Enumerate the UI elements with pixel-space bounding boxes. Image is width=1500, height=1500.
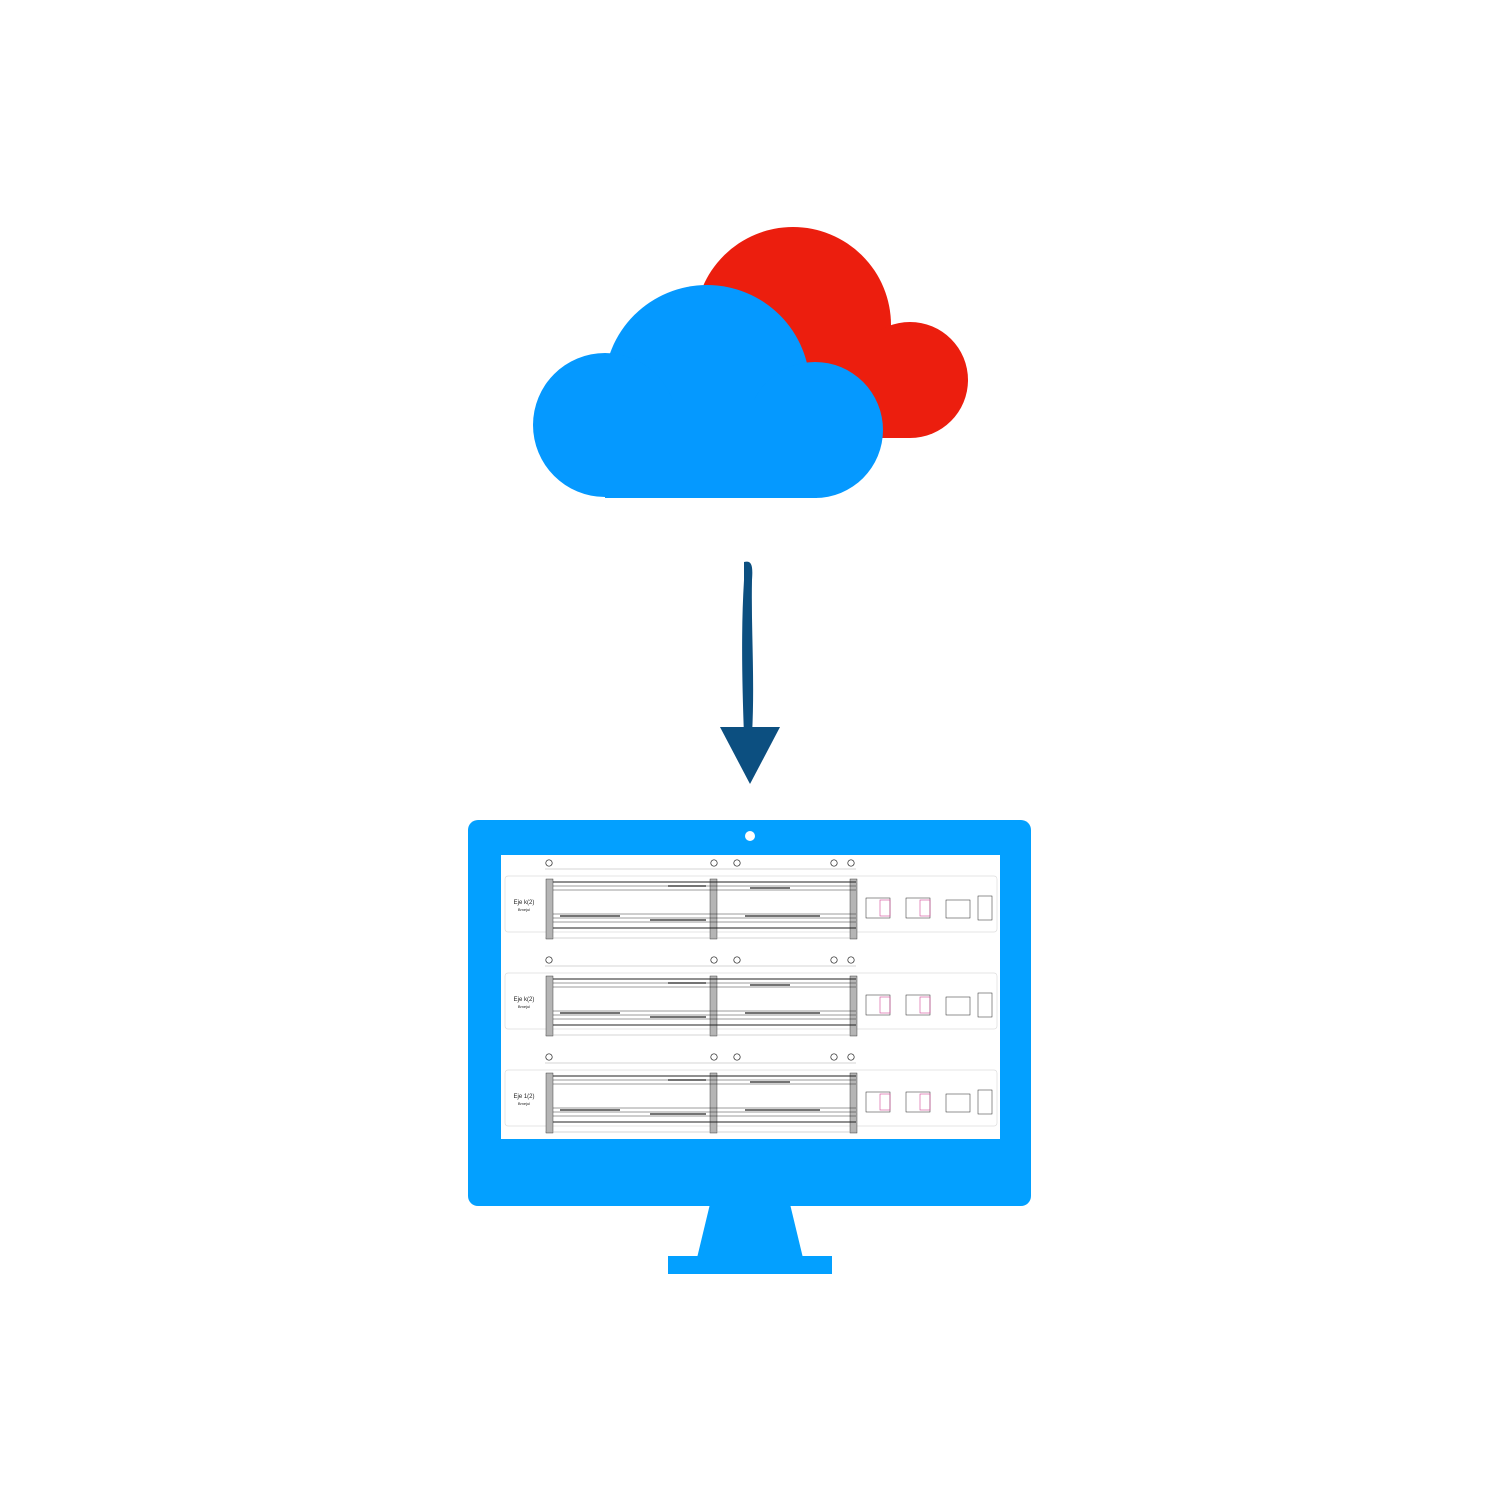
panel-subtitle: Bmejul	[518, 1004, 530, 1009]
grid-marker	[847, 1053, 855, 1061]
section-detail	[945, 996, 971, 1016]
webcam-dot-icon	[745, 831, 755, 841]
panel-frame	[504, 875, 998, 933]
stirrup-detail	[879, 1093, 891, 1111]
arrow-down-icon	[720, 561, 780, 784]
drawing-panel: Eje 1(2)Bmejul	[504, 1053, 998, 1134]
grid-marker	[733, 956, 741, 964]
panel-frame	[504, 972, 998, 1030]
column-section	[545, 878, 554, 940]
panel-subtitle: Bmejul	[518, 907, 530, 912]
stirrup-detail	[919, 996, 931, 1014]
grid-marker	[830, 1053, 838, 1061]
stirrup-detail	[879, 899, 891, 917]
grid-marker	[847, 859, 855, 867]
panel-title: Eje k(2)	[514, 900, 535, 906]
panel-title: Eje k(2)	[514, 997, 535, 1003]
section-detail	[977, 895, 993, 921]
grid-marker	[830, 859, 838, 867]
grid-marker	[545, 1053, 553, 1061]
column-section	[849, 1072, 858, 1134]
grid-marker	[710, 1053, 718, 1061]
panel-subtitle: Bmejul	[518, 1101, 530, 1106]
grid-marker	[545, 859, 553, 867]
section-detail	[945, 1093, 971, 1113]
stirrup-detail	[879, 996, 891, 1014]
column-section	[709, 1072, 718, 1134]
grid-marker	[847, 956, 855, 964]
grid-marker	[733, 859, 741, 867]
column-section	[709, 975, 718, 1037]
stirrup-detail	[919, 899, 931, 917]
column-section	[709, 878, 718, 940]
section-detail	[977, 992, 993, 1018]
grid-marker	[710, 859, 718, 867]
panel-title: Eje 1(2)	[513, 1094, 534, 1100]
grid-marker	[830, 956, 838, 964]
section-detail	[977, 1089, 993, 1115]
column-section	[545, 1072, 554, 1134]
section-detail	[945, 899, 971, 919]
drawing-panel: Eje k(2)Bmejul	[504, 956, 998, 1037]
grid-marker	[545, 956, 553, 964]
drawing-panel: Eje k(2)Bmejul	[504, 859, 998, 940]
panel-frame	[504, 1069, 998, 1127]
grid-marker	[710, 956, 718, 964]
grid-marker	[733, 1053, 741, 1061]
stirrup-detail	[919, 1093, 931, 1111]
column-section	[849, 878, 858, 940]
column-section	[849, 975, 858, 1037]
cloud-front-icon	[533, 285, 883, 498]
column-section	[545, 975, 554, 1037]
